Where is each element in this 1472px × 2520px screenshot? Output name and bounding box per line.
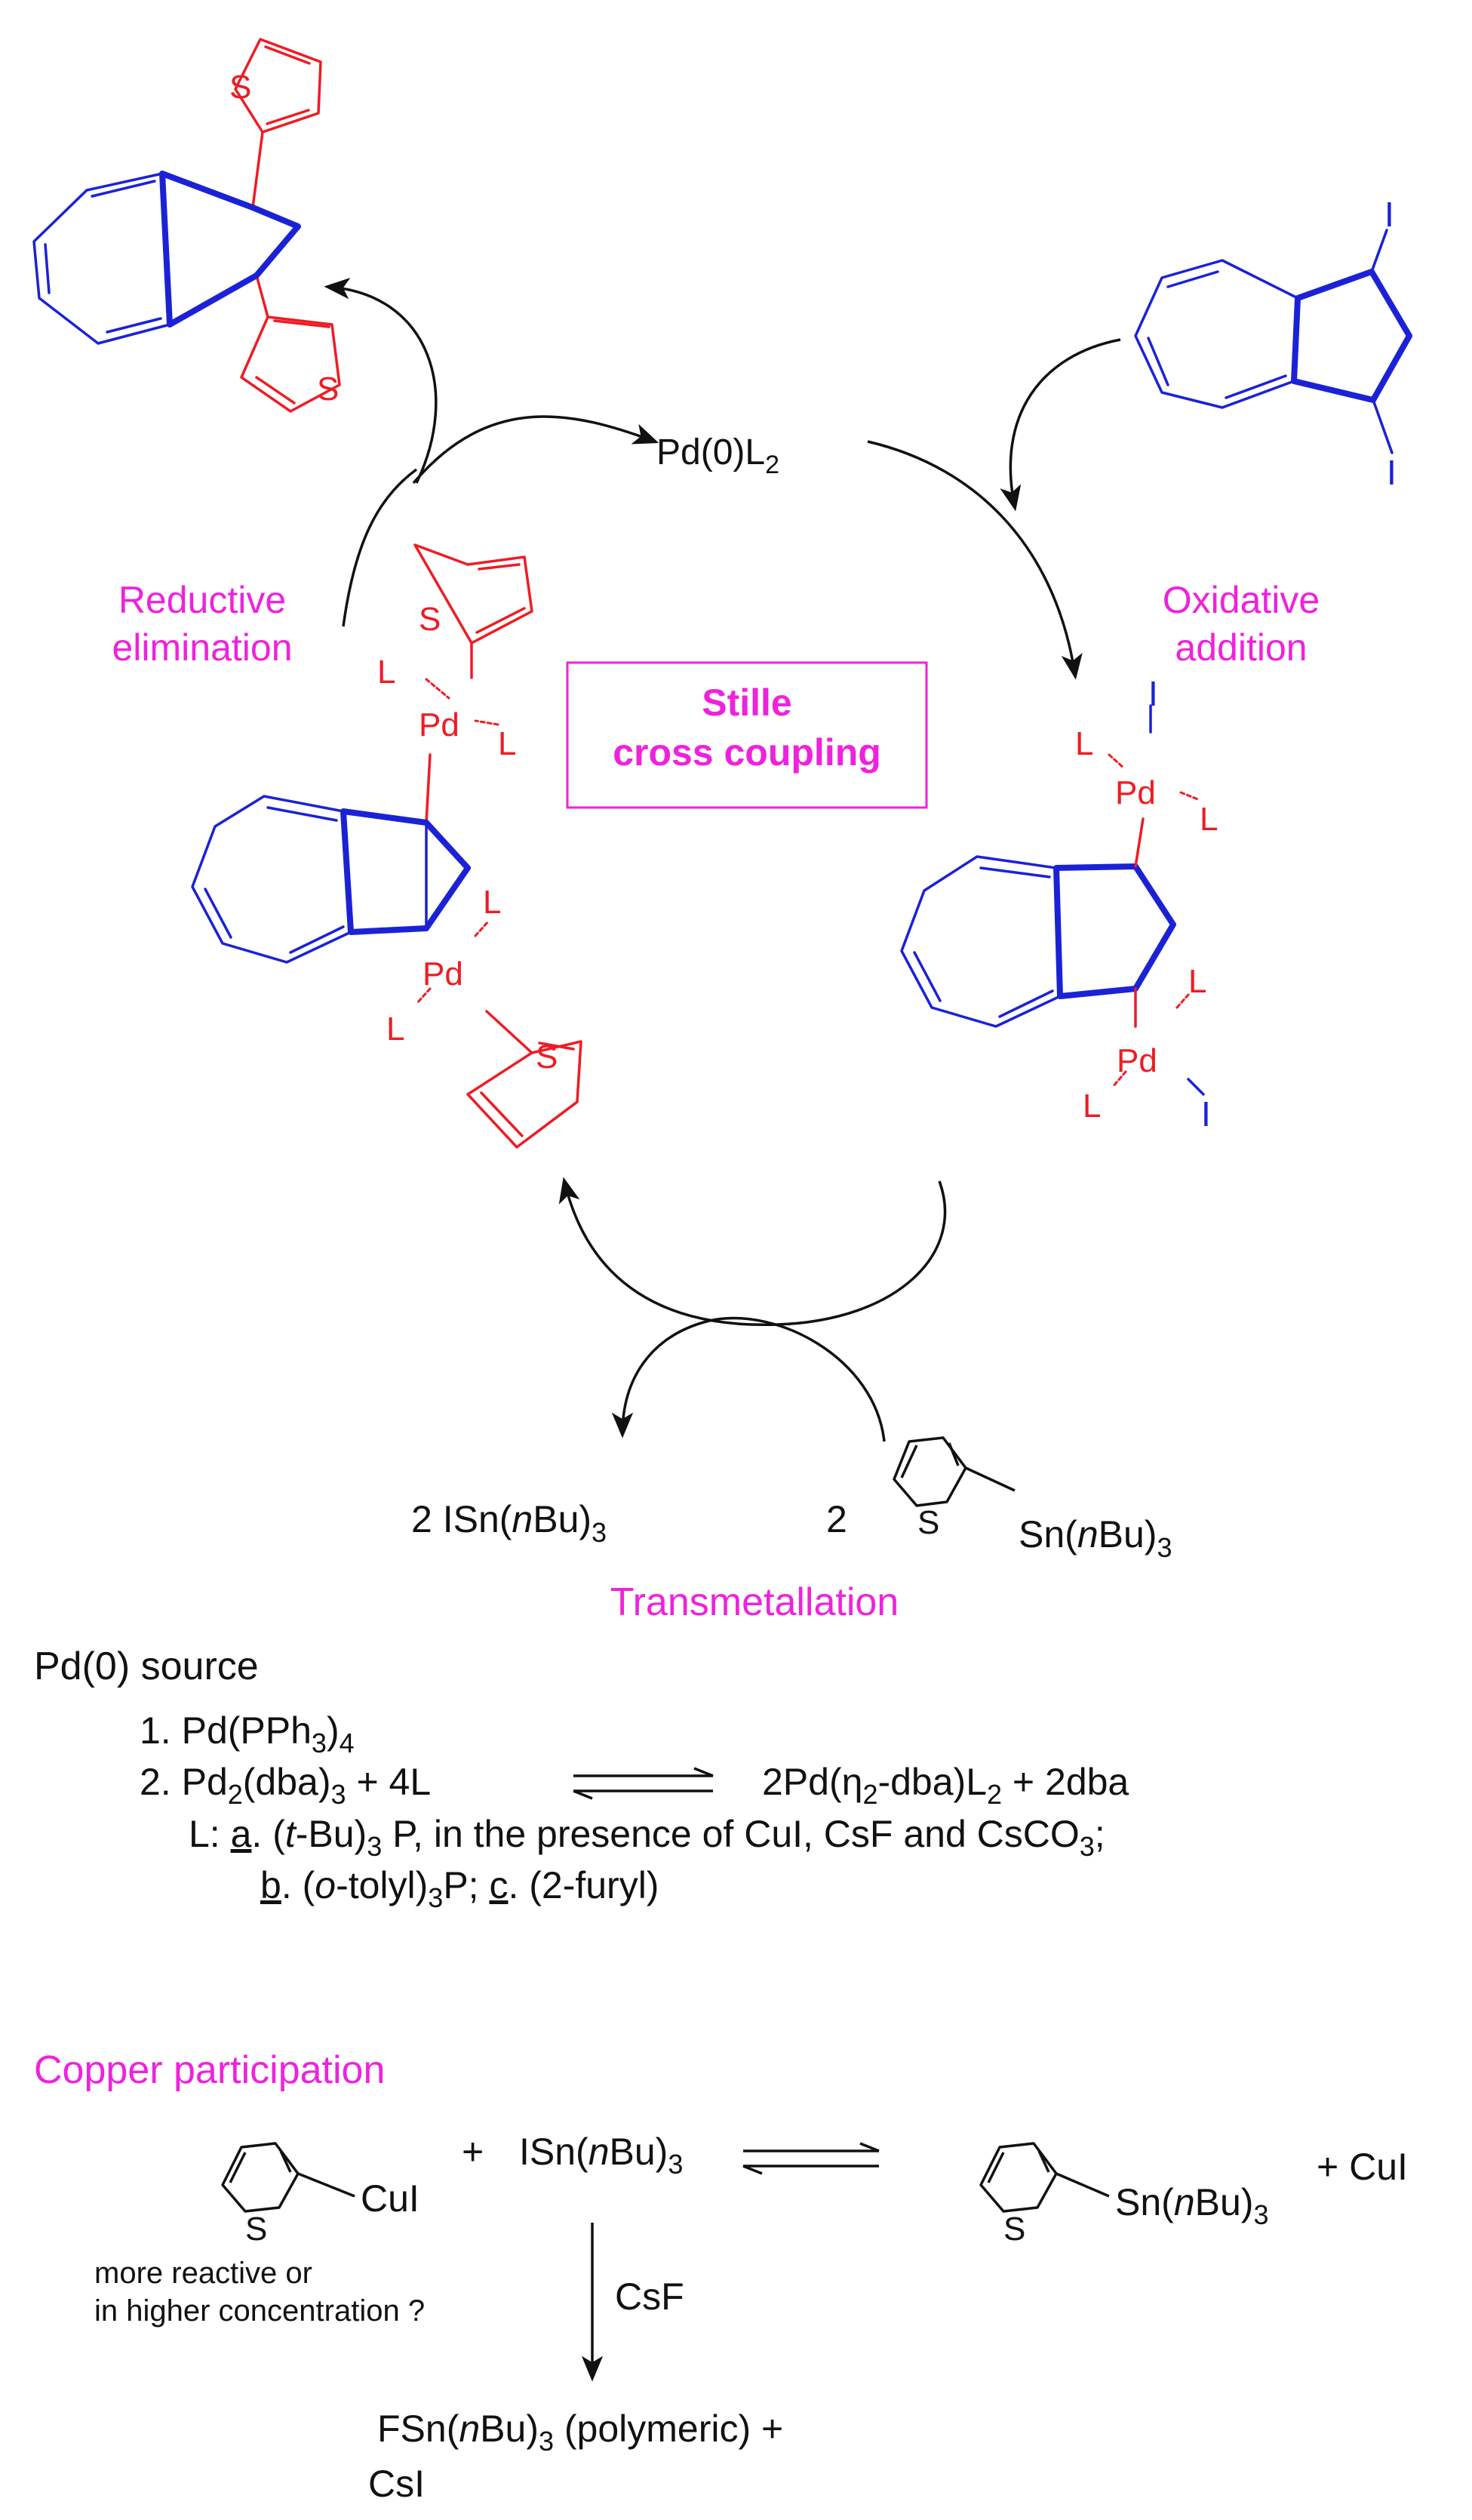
atom-s: S	[1003, 2211, 1025, 2248]
diiodoazulene	[1134, 229, 1412, 454]
copper-reagent-isnbu3: ISn(nBu)3	[519, 2131, 683, 2180]
atom-pd: Pd	[423, 955, 463, 992]
arrow-to-transmetallation	[558, 1177, 947, 1327]
ligand-l: L	[1075, 725, 1093, 762]
arrow-to-catalyst	[412, 415, 659, 485]
product-dithienylazulene	[32, 38, 341, 413]
arrow-diiodide-in	[1000, 338, 1121, 512]
ligand-option-a: L: a. (t-Bu)3 P, in the presence of CuI,…	[189, 1813, 1105, 1862]
bis-thienyl-palladium-azulene	[191, 543, 582, 1149]
stannane-coefficient: 2	[826, 1498, 847, 1540]
equilibrium-arrows	[573, 1767, 714, 1800]
plus-cui: + CuI	[1317, 2146, 1408, 2188]
atom-s: S	[419, 601, 441, 638]
bis-iodopalladium-azulene	[900, 704, 1205, 1096]
center-label-box	[566, 661, 928, 809]
stannane-snbu3: Sn(nBu)3	[1019, 1513, 1172, 1563]
atom-i: I	[1148, 674, 1158, 713]
arrow-oxidative-addition	[867, 440, 1083, 680]
final-fsnbu3: FSn(nBu)3 (polymeric) +	[377, 2408, 783, 2457]
atom-pd: Pd	[419, 706, 459, 743]
ligand-l: L	[386, 1011, 404, 1048]
pd-source-item-2: 2. Pd2(dba)3 + 4L	[140, 1761, 431, 1810]
atom-s: S	[917, 1504, 939, 1541]
atom-s: S	[536, 1038, 558, 1075]
arrow-reductive-elimination	[342, 468, 418, 627]
ligand-l: L	[498, 725, 516, 762]
ligand-l: L	[1200, 801, 1218, 838]
thienyl-cui-structure	[221, 2142, 355, 2213]
ligand-l: L	[1083, 1088, 1101, 1125]
copper-title: Copper participation	[34, 2048, 385, 2092]
plus-sign: +	[462, 2131, 484, 2173]
pd-source-title: Pd(0) source	[34, 1645, 259, 1688]
atom-pd: Pd	[1115, 774, 1156, 811]
pd-source-equilibrium-product: 2Pd(η2-dba)L2 + 2dba	[762, 1761, 1129, 1810]
copper-product-snbu3: Sn(nBu)3	[1115, 2181, 1268, 2230]
atom-pd: Pd	[1117, 1042, 1157, 1079]
atom-i: I	[1387, 453, 1397, 492]
reagent-csf: CsF	[615, 2275, 684, 2318]
atom-s: S	[317, 371, 339, 408]
ligand-options-b-c: b. (o-tolyl)3P; c. (2-furyl)	[260, 1864, 659, 1913]
pd-source-item-1: 1. Pd(PPh3)4	[140, 1709, 355, 1758]
atom-i: I	[1384, 195, 1394, 234]
copper-product-thienylstannane	[979, 2142, 1110, 2213]
atom-s: S	[229, 69, 251, 106]
ligand-l: L	[1188, 963, 1206, 1000]
cui-on-thiophene: CuI	[361, 2177, 419, 2220]
atom-i: I	[1201, 1094, 1211, 1134]
final-csi: CsI	[368, 2463, 425, 2505]
arrow-product-release	[324, 277, 438, 484]
copper-equilibrium-arrows	[742, 2142, 880, 2175]
byproduct-isnbu3: 2 ISn(nBu)3	[411, 1498, 607, 1548]
ligand-l: L	[483, 884, 501, 921]
catalyst-pd0l2: Pd(0)L2	[656, 432, 779, 479]
atom-s: S	[245, 2211, 267, 2248]
catalytic-cycle-arrows	[324, 277, 1121, 1442]
thienylstannane-structure	[893, 1436, 1016, 1507]
ligand-l: L	[377, 654, 395, 691]
label-transmetallation: Transmetallation	[610, 1580, 899, 1624]
arrow-stannane-in	[611, 1316, 886, 1442]
